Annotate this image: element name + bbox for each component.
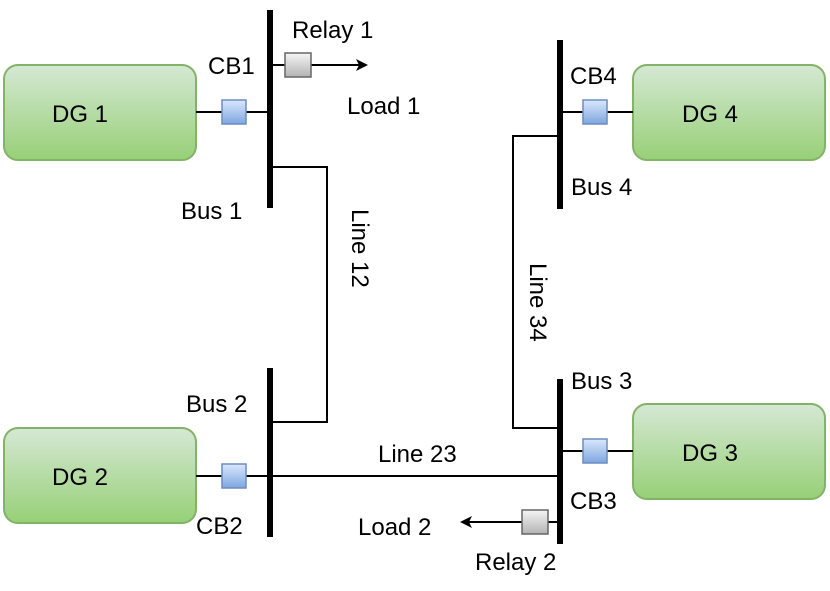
cb4-label: CB4 xyxy=(570,63,617,90)
generator-dg4[interactable]: DG 4 xyxy=(632,64,826,161)
relay1-box[interactable] xyxy=(284,52,312,78)
generator-dg3[interactable]: DG 3 xyxy=(632,403,826,500)
load1-label: Load 1 xyxy=(347,93,420,120)
bus3-label: Bus 3 xyxy=(571,368,632,395)
cb1-breaker[interactable] xyxy=(221,99,247,125)
line23-label: Line 23 xyxy=(378,441,457,468)
line34-wire xyxy=(512,135,560,429)
relay2-label: Relay 2 xyxy=(475,549,556,576)
line12-wire xyxy=(270,166,328,423)
bus4-label: Bus 4 xyxy=(571,174,632,201)
generator-dg2[interactable]: DG 2 xyxy=(3,427,197,524)
dg3-label: DG 3 xyxy=(682,440,738,467)
cb1-label: CB1 xyxy=(208,53,255,80)
dg2-label: DG 2 xyxy=(52,464,108,491)
bus1-label: Bus 1 xyxy=(181,198,242,225)
bus2-label: Bus 2 xyxy=(186,391,247,418)
line34-label: Line 34 xyxy=(524,263,551,342)
relay2-box[interactable] xyxy=(521,509,549,535)
cb4-breaker[interactable] xyxy=(582,99,608,125)
cb3-breaker[interactable] xyxy=(582,438,608,464)
dg1-label: DG 1 xyxy=(52,101,108,128)
relay1-label: Relay 1 xyxy=(292,17,373,44)
generator-dg1[interactable]: DG 1 xyxy=(3,64,197,161)
dg4-label: DG 4 xyxy=(682,101,738,128)
cb3-label: CB3 xyxy=(570,488,617,515)
cb2-breaker[interactable] xyxy=(221,463,247,489)
load2-label: Load 2 xyxy=(358,514,431,541)
line12-label: Line 12 xyxy=(346,209,373,288)
cb2-label: CB2 xyxy=(196,513,243,540)
